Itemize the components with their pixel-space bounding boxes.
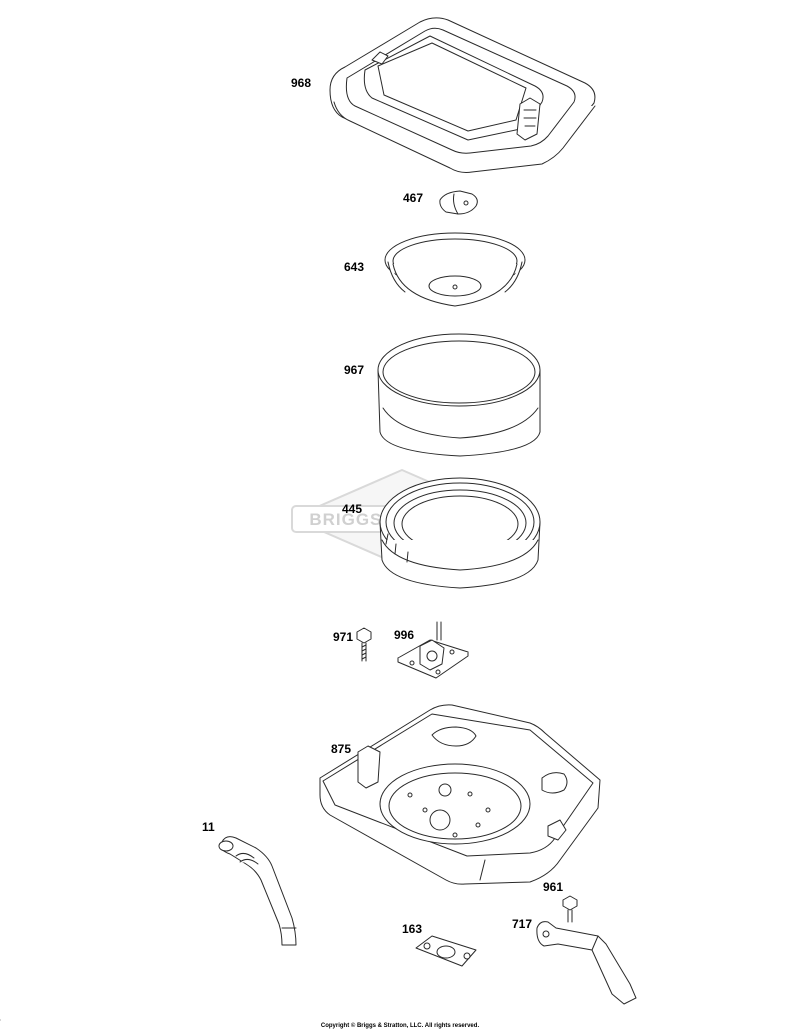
part-label-996: 996 xyxy=(394,628,415,642)
part-label-11: 11 xyxy=(202,820,215,834)
part-label-971: 971 xyxy=(333,630,354,644)
part-label-875: 875 xyxy=(331,742,352,756)
part-label-643: 643 xyxy=(344,260,365,274)
base-plate-996 xyxy=(397,621,469,679)
pre-cleaner-cup-643 xyxy=(384,232,526,307)
air-filter-cartridge-445 xyxy=(379,477,541,589)
air-cleaner-base-875 xyxy=(319,704,601,885)
gasket-163 xyxy=(415,935,477,967)
breather-tube-11 xyxy=(218,836,297,946)
screw-971 xyxy=(356,627,372,662)
screw-961 xyxy=(562,895,578,923)
air-cleaner-cover-968 xyxy=(329,17,596,173)
part-label-717: 717 xyxy=(512,917,533,931)
bracket-717 xyxy=(536,921,637,1005)
part-label-968: 968 xyxy=(291,76,312,90)
copyright-notice: Copyright © Briggs & Stratton, LLC. All … xyxy=(320,1023,480,1029)
part-label-967: 967 xyxy=(344,363,365,377)
foam-pre-filter-967 xyxy=(377,333,541,457)
part-label-445: 445 xyxy=(342,502,363,516)
knob-467 xyxy=(439,190,478,215)
part-label-961: 961 xyxy=(543,880,564,894)
part-label-467: 467 xyxy=(403,191,424,205)
part-label-163: 163 xyxy=(402,922,423,936)
